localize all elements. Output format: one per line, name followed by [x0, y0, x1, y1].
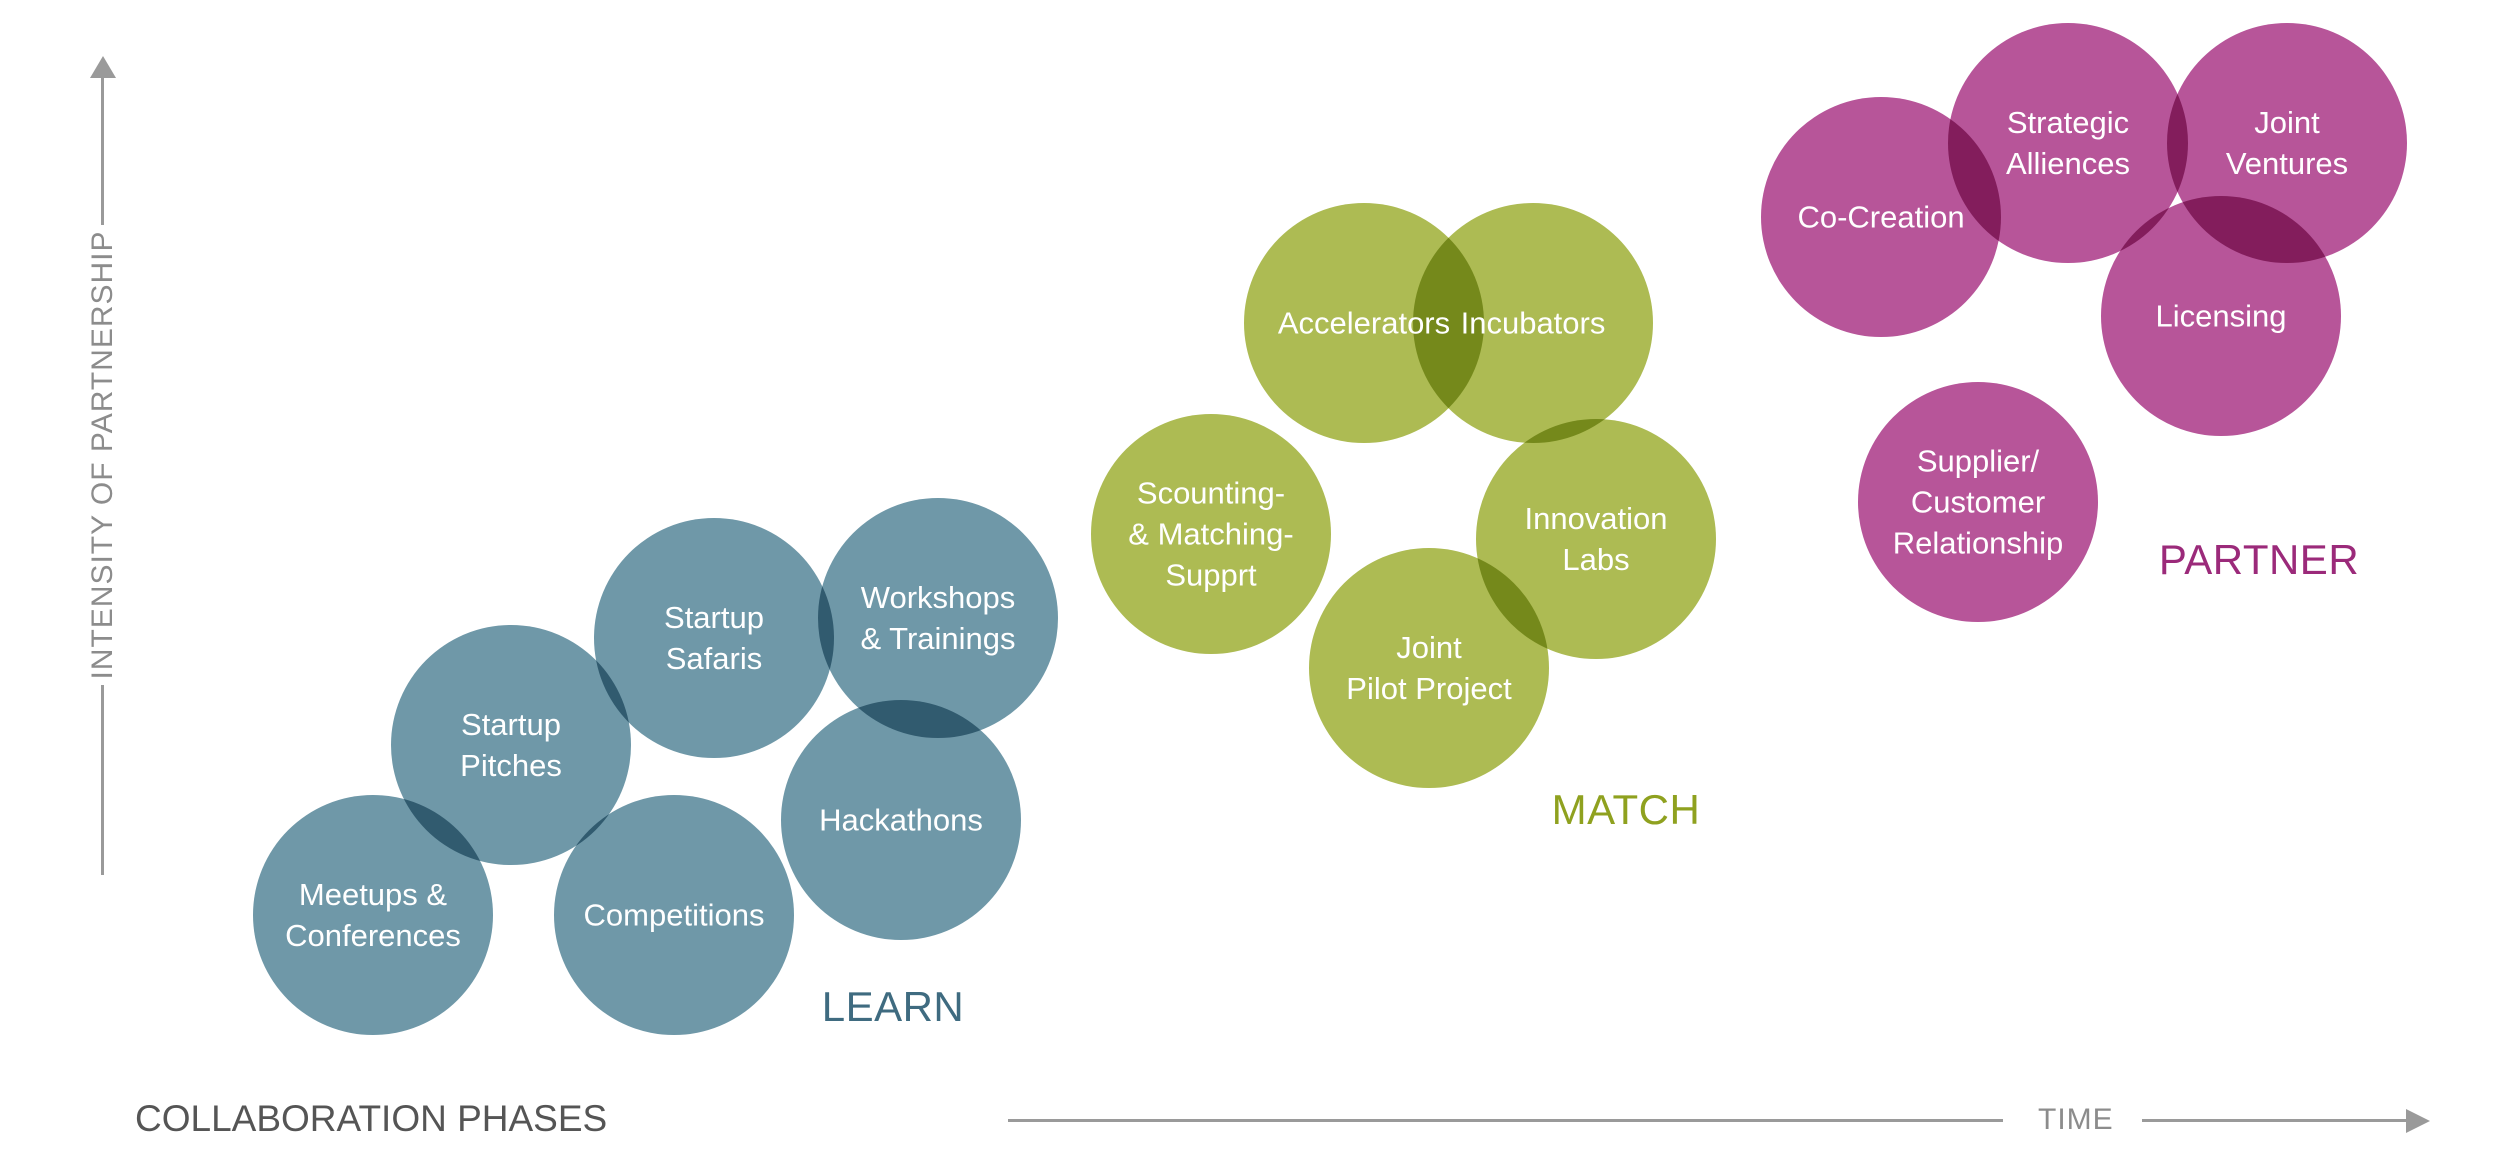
bubble-scouting-matching-support — [1091, 414, 1331, 654]
bubble-joint-pilot-project — [1309, 548, 1549, 788]
bubble-startup-pitches — [391, 625, 631, 865]
phase-label-match: MATCH — [1551, 786, 1701, 833]
x-axis-label: TIME — [2038, 1103, 2114, 1136]
bubble-hackathons — [781, 700, 1021, 940]
y-axis-label: INTENSITY OF PARTNERSHIP — [86, 230, 119, 680]
y-axis-arrow-icon — [90, 56, 116, 78]
phase-label-learn: LEARN — [821, 983, 965, 1030]
bubble-startup-safaris — [594, 518, 834, 758]
diagram-title: COLLABORATION PHASES — [135, 1098, 608, 1139]
x-axis-line-right — [2142, 1119, 2412, 1122]
bubble-licensing — [2101, 196, 2341, 436]
bubble-supplier-customer-relationship — [1858, 382, 2098, 622]
bubble-workshops-trainings — [818, 498, 1058, 738]
bubble-competitions — [554, 795, 794, 1035]
bubble-incubators — [1413, 203, 1653, 443]
x-axis-line-left — [1008, 1119, 2003, 1122]
y-axis-line-top — [101, 72, 104, 225]
y-axis-line-bottom — [101, 685, 104, 875]
phase-label-partner: PARTNER — [2158, 536, 2360, 583]
x-axis-arrow-icon — [2406, 1109, 2430, 1133]
